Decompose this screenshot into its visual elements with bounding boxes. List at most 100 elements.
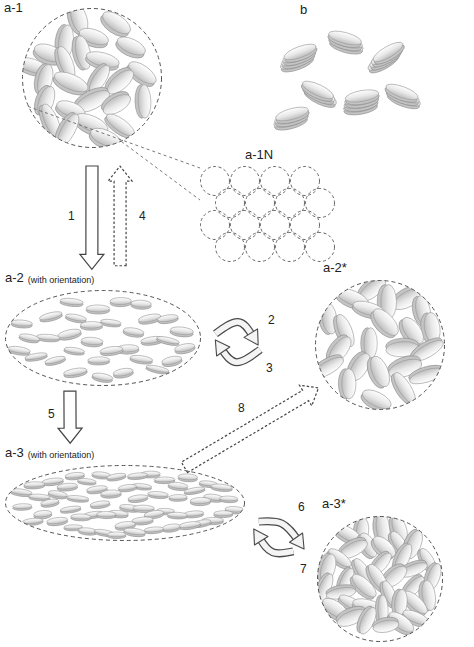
- transition-arrow: [80, 166, 104, 269]
- particle-face: [138, 84, 152, 118]
- particle: [67, 495, 89, 503]
- particle-face: [123, 527, 145, 536]
- particle-face: [48, 489, 68, 498]
- particle: [156, 335, 180, 347]
- particle: [219, 496, 238, 503]
- state-note: (with orientation): [28, 275, 95, 285]
- particle-face: [44, 355, 66, 365]
- particle-face: [19, 333, 40, 343]
- transition-arrow: [254, 529, 294, 553]
- particle: [77, 478, 96, 486]
- particle-face: [39, 310, 63, 322]
- grid-circle: [276, 233, 305, 262]
- particle: [383, 81, 420, 106]
- particle: [190, 497, 211, 506]
- particle-face: [128, 494, 148, 502]
- particle-face: [157, 314, 178, 323]
- particle-group: [308, 272, 446, 416]
- particle-face: [60, 505, 81, 513]
- particle: [144, 526, 164, 534]
- grid-circle: [231, 211, 260, 240]
- particle: [169, 494, 187, 501]
- particle: [44, 355, 66, 367]
- particle: [24, 352, 47, 363]
- particle: [40, 498, 59, 508]
- random-state: a-2*: [315, 280, 445, 410]
- particle: [57, 327, 82, 341]
- particle-face: [127, 472, 148, 478]
- grid-group: a-1N: [200, 165, 335, 262]
- particle-face: [344, 88, 379, 105]
- particle-face: [300, 78, 335, 102]
- particle: [371, 615, 399, 634]
- particle: [145, 364, 169, 376]
- particle: [106, 472, 126, 482]
- particle-face: [144, 526, 164, 532]
- grid-circle: [231, 167, 260, 196]
- particle: [81, 337, 103, 348]
- dashed-outline: [6, 466, 245, 541]
- particle-face: [90, 500, 110, 508]
- particle: [100, 489, 121, 498]
- particle: [51, 109, 83, 149]
- state-label: a-3: [5, 446, 24, 461]
- particle-group: [14, 2, 159, 155]
- particle: [91, 372, 113, 384]
- particle: [344, 88, 380, 107]
- particle-face: [63, 367, 88, 377]
- dotted-block-arrow: [181, 385, 318, 472]
- particle-face: [57, 483, 78, 490]
- particle-face: [86, 305, 110, 312]
- particle: [110, 297, 132, 306]
- state-label: a-3*: [322, 497, 346, 512]
- particle-face: [123, 326, 145, 336]
- particle-face: [42, 477, 64, 485]
- zoom-circle: a-1: [22, 8, 162, 148]
- particle-face: [29, 494, 51, 500]
- oriented-state: a-2(with orientation): [5, 290, 201, 386]
- particle: [167, 512, 187, 519]
- grid-circle: [216, 233, 245, 262]
- step-number: 6: [298, 501, 305, 515]
- particle-face: [341, 369, 356, 400]
- particle-face: [169, 494, 187, 499]
- particle: [98, 87, 134, 118]
- particle: [80, 321, 102, 330]
- particle: [157, 314, 179, 325]
- particle-face: [156, 335, 180, 345]
- particle: [184, 486, 206, 496]
- dotted-block-arrow: [108, 166, 132, 266]
- particle-face: [65, 313, 87, 323]
- curved-arrow-outline: [260, 538, 294, 553]
- particle: [97, 511, 116, 518]
- grid-circle: [246, 233, 275, 262]
- particle: [86, 305, 110, 314]
- particle: [11, 319, 33, 328]
- particle-face: [80, 321, 102, 328]
- grid-circle: [291, 211, 320, 240]
- curved-arrow-fill: [215, 322, 252, 336]
- grid-circle: [261, 211, 290, 240]
- particle: [63, 367, 88, 379]
- curved-arrow-outline: [215, 322, 252, 336]
- particle: [100, 318, 121, 327]
- particle: [127, 472, 148, 480]
- state-note: (with orientation): [28, 450, 95, 460]
- particle-face: [100, 345, 124, 355]
- particle: [282, 41, 319, 66]
- particle-stacks: [272, 28, 422, 133]
- state-label: a-1: [4, 1, 23, 16]
- particle-face: [67, 495, 89, 502]
- particle-face: [190, 497, 211, 504]
- particle: [161, 355, 183, 368]
- particle-face: [64, 346, 85, 354]
- state-label: a-2: [5, 271, 24, 286]
- particle-face: [24, 352, 47, 361]
- particle: [128, 494, 149, 504]
- particle-face: [131, 300, 152, 308]
- particle: [363, 354, 393, 391]
- node-outline: [5, 290, 201, 386]
- dashed-outline: [316, 281, 445, 410]
- particle-face: [372, 618, 400, 634]
